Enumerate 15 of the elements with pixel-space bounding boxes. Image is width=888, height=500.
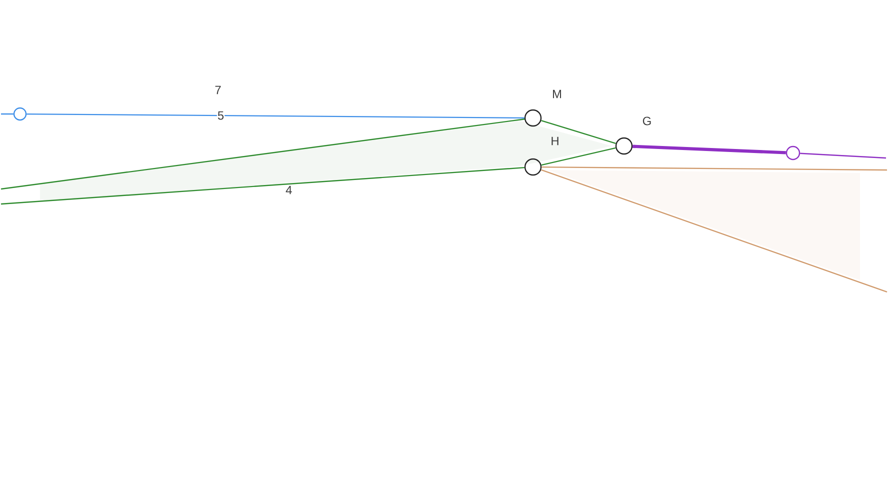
edge-label: 4 [286, 186, 292, 194]
line-segment [1, 113, 14, 115]
line-segment [541, 147, 616, 166]
line-segment [542, 166, 887, 171]
line-segment [632, 144, 786, 154]
line-segment [800, 152, 886, 159]
line-segment [540, 169, 888, 293]
edge-label: 5 [218, 111, 224, 120]
measure-label: 7 [215, 86, 221, 94]
point-marker [786, 146, 800, 160]
line-segment [0, 118, 525, 190]
line-segment [26, 113, 524, 119]
point-marker [13, 107, 27, 121]
line-segment [0, 166, 524, 205]
line-segment [541, 120, 616, 144]
